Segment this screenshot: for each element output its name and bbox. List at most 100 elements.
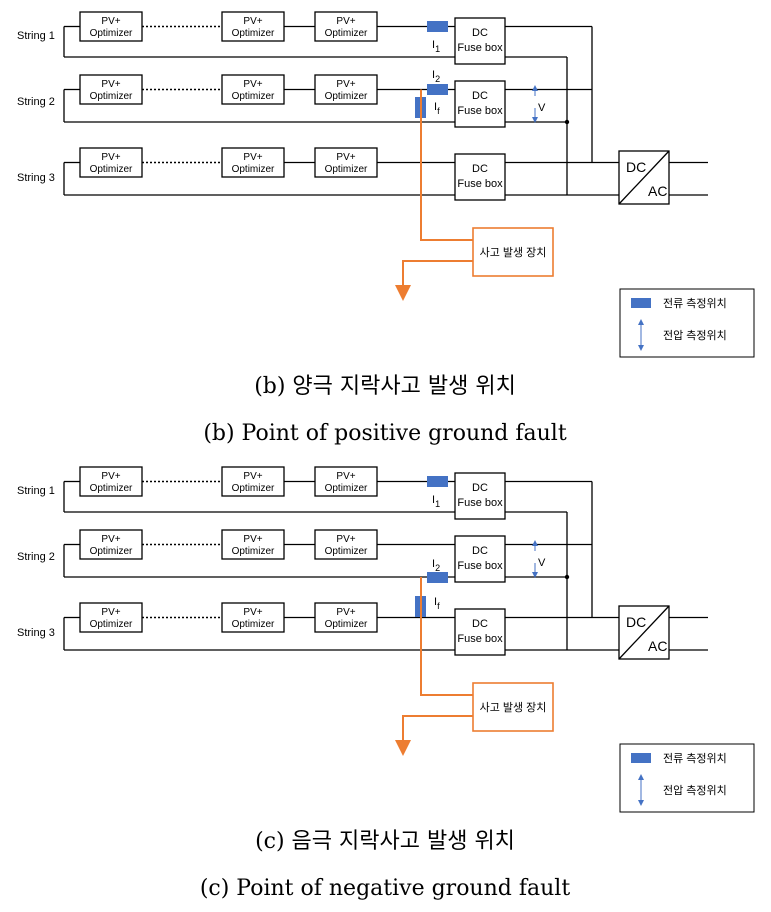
pv-label: PV+ xyxy=(336,16,355,27)
current-sensor-i2 xyxy=(427,84,448,95)
sensor-label-i2: I2 xyxy=(432,558,440,573)
fuse-box-label: Fuse box xyxy=(457,497,503,509)
optimizer-label: Optimizer xyxy=(90,91,133,102)
pv-label: PV+ xyxy=(336,534,355,545)
string-label: String 2 xyxy=(17,96,55,108)
optimizer-label: Optimizer xyxy=(232,483,275,494)
optimizer-label: Optimizer xyxy=(90,483,133,494)
pv-label: PV+ xyxy=(243,79,262,90)
pv-optimizer-box xyxy=(221,466,285,497)
fuse-box-label: Fuse box xyxy=(457,560,503,572)
pv-label: PV+ xyxy=(336,471,355,482)
optimizer-label: Optimizer xyxy=(325,28,368,39)
sensor-label-i1: I1 xyxy=(432,39,440,54)
pv-label: PV+ xyxy=(336,607,355,618)
sensor-label-if: If xyxy=(434,596,440,611)
pv-label: PV+ xyxy=(243,607,262,618)
pv-optimizer-box xyxy=(314,11,378,42)
pv-label: PV+ xyxy=(243,16,262,27)
converter-ac-label: AC xyxy=(648,183,667,199)
fuse-dc-label: DC xyxy=(472,163,488,175)
current-sensor-i2 xyxy=(427,572,448,583)
string-label: String 1 xyxy=(17,485,55,497)
ground-path xyxy=(395,715,473,756)
pv-optimizer-box xyxy=(79,529,143,560)
legend-current-swatch xyxy=(631,298,651,308)
voltage-label: V xyxy=(538,102,546,114)
dc-fuse-box xyxy=(454,80,506,128)
sensor-label-if: If xyxy=(434,101,440,116)
caption-english: (c) Point of negative ground fault xyxy=(200,876,570,901)
pv-label: PV+ xyxy=(101,607,120,618)
string-label: String 1 xyxy=(17,30,55,42)
fault-path xyxy=(420,577,473,696)
optimizer-label: Optimizer xyxy=(90,164,133,175)
pv-label: PV+ xyxy=(101,16,120,27)
optimizer-label: Optimizer xyxy=(325,483,368,494)
converter-diagonal xyxy=(618,605,670,660)
fault-device-box xyxy=(472,227,554,277)
junction-dot xyxy=(564,574,570,580)
pv-label: PV+ xyxy=(101,79,120,90)
ground-path xyxy=(395,260,473,301)
pv-label: PV+ xyxy=(243,152,262,163)
string-label: String 3 xyxy=(17,627,55,639)
pv-optimizer-box xyxy=(79,602,143,633)
optimizer-label: Optimizer xyxy=(232,28,275,39)
fault-device-label: 사고 발생 장치 xyxy=(480,701,547,714)
caption-english: (b) Point of positive ground fault xyxy=(203,421,567,446)
caption-korean: (c) 음극 지락사고 발생 위치 xyxy=(255,829,515,854)
optimizer-label: Optimizer xyxy=(325,619,368,630)
legend-voltage-label: 전압 측정위치 xyxy=(663,329,727,342)
fuse-dc-label: DC xyxy=(472,482,488,494)
string-label: String 2 xyxy=(17,551,55,563)
fuse-box-label: Fuse box xyxy=(457,178,503,190)
optimizer-label: Optimizer xyxy=(232,546,275,557)
pv-optimizer-box xyxy=(221,602,285,633)
pv-label: PV+ xyxy=(101,471,120,482)
optimizer-label: Optimizer xyxy=(325,546,368,557)
dc-fuse-box xyxy=(454,472,506,520)
fuse-box-label: Fuse box xyxy=(457,42,503,54)
pv-label: PV+ xyxy=(243,471,262,482)
fault-path xyxy=(420,89,473,241)
pv-label: PV+ xyxy=(101,152,120,163)
fuse-dc-label: DC xyxy=(472,90,488,102)
pv-label: PV+ xyxy=(336,79,355,90)
current-sensor-i1 xyxy=(427,476,448,487)
fault-device-box xyxy=(472,682,554,732)
pv-optimizer-box xyxy=(221,11,285,42)
fuse-dc-label: DC xyxy=(472,618,488,630)
pv-optimizer-box xyxy=(314,466,378,497)
converter-diagonal xyxy=(618,150,670,205)
legend-current-swatch xyxy=(631,753,651,763)
optimizer-label: Optimizer xyxy=(232,164,275,175)
dc-fuse-box xyxy=(454,608,506,656)
sensor-label-i2: I2 xyxy=(432,69,440,84)
pv-label: PV+ xyxy=(243,534,262,545)
junction-dot xyxy=(564,119,570,125)
dc-fuse-box xyxy=(454,153,506,201)
converter-dc-label: DC xyxy=(626,159,646,175)
optimizer-label: Optimizer xyxy=(325,91,368,102)
optimizer-label: Optimizer xyxy=(325,164,368,175)
fuse-box-label: Fuse box xyxy=(457,105,503,117)
current-sensor-i1 xyxy=(427,21,448,32)
converter-dc-label: DC xyxy=(626,614,646,630)
dc-fuse-box xyxy=(454,17,506,65)
converter-ac-label: AC xyxy=(648,638,667,654)
caption-korean: (b) 양극 지락사고 발생 위치 xyxy=(254,374,516,399)
voltage-label: V xyxy=(538,557,546,569)
legend-current-label: 전류 측정위치 xyxy=(663,297,727,310)
fuse-dc-label: DC xyxy=(472,545,488,557)
dc-fuse-box xyxy=(454,535,506,583)
string-label: String 3 xyxy=(17,172,55,184)
pv-label: PV+ xyxy=(101,534,120,545)
legend-voltage-label: 전압 측정위치 xyxy=(663,784,727,797)
legend-current-label: 전류 측정위치 xyxy=(663,752,727,765)
optimizer-label: Optimizer xyxy=(232,619,275,630)
pv-optimizer-box xyxy=(221,147,285,178)
